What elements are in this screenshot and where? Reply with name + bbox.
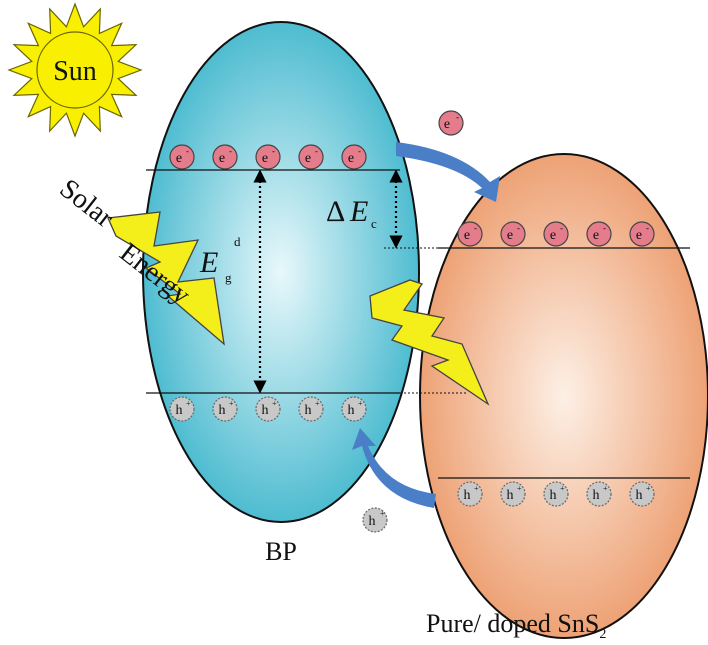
sns2-label: Pure/ doped SnS2 [426,609,606,640]
hole-particle: h+ [255,396,281,422]
electron-particle: e- [341,144,367,170]
charge-sign: - [229,146,232,156]
charge-sign: - [517,223,520,233]
solar-label: Solar [54,173,120,234]
charge-sign: - [474,223,477,233]
charge-sign: + [474,484,479,493]
bp-electrons-group: e-e-e-e-e- [169,144,367,170]
charge-sign: - [272,146,275,156]
bp-label: BP [265,537,297,566]
svg-text:+: + [380,509,385,518]
charge-sign: - [358,146,361,156]
charge-sign: - [560,223,563,233]
charge-sign: + [272,399,277,408]
sns2-holes-group: h+h+h+h+h+ [457,481,655,507]
electron-symbol: e [507,228,513,243]
electron-particle: e- [298,144,324,170]
electron-symbol: e [636,228,642,243]
bandgap-superscript: d [234,234,241,249]
hole-transfer-arrow [352,428,436,508]
charge-sign: + [229,399,234,408]
electron-particle: e- [457,221,483,247]
electron-symbol: e [262,151,268,166]
bp-holes-group: h+h+h+h+h+ [169,396,367,422]
hole-symbol: h [550,488,557,503]
electron-particle: e- [169,144,195,170]
bandgap-subscript: g [225,270,232,285]
transferring-electron: e - [438,110,464,136]
charge-sign: - [315,146,318,156]
sun-label: Sun [53,56,97,87]
offset-symbol: E [349,195,368,228]
hole-symbol: h [593,488,600,503]
electron-particle: e- [586,221,612,247]
bandgap-symbol: E [199,246,218,279]
electron-symbol: e [176,151,182,166]
hole-particle: h+ [629,481,655,507]
hole-symbol: h [636,488,643,503]
hole-particle: h+ [586,481,612,507]
electron-symbol: e [219,151,225,166]
hole-symbol: h [219,403,226,418]
hole-symbol: h [176,403,183,418]
transferring-electron-symbol: e [444,117,450,132]
bp-band-ellipse [142,21,420,523]
electron-symbol: e [464,228,470,243]
hole-symbol: h [348,403,355,418]
electron-particle: e- [212,144,238,170]
transferring-hole-symbol: h [369,514,376,529]
charge-sign: + [646,484,651,493]
offset-subscript: c [371,216,377,231]
lightning-bolt-icon [107,211,225,346]
electron-symbol: e [348,151,354,166]
offset-delta: Δ [326,195,345,228]
charge-sign: + [560,484,565,493]
lightning-bolt-icon [369,279,490,406]
electron-particle: e- [543,221,569,247]
electron-particle: e- [255,144,281,170]
hole-symbol: h [507,488,514,503]
svg-text:-: - [456,112,459,122]
hole-particle: h+ [457,481,483,507]
electron-symbol: e [593,228,599,243]
electron-particle: e- [500,221,526,247]
charge-sign: - [186,146,189,156]
charge-sign: + [315,399,320,408]
electron-symbol: e [550,228,556,243]
charge-sign: + [603,484,608,493]
electron-particle: e- [629,221,655,247]
hole-particle: h+ [341,396,367,422]
hole-particle: h+ [298,396,324,422]
electron-symbol: e [305,151,311,166]
hole-particle: h+ [212,396,238,422]
charge-sign: + [358,399,363,408]
transferring-hole: h + [362,507,388,533]
hole-symbol: h [305,403,312,418]
hole-symbol: h [262,403,269,418]
charge-sign: + [186,399,191,408]
sun-icon [7,2,143,138]
charge-sign: - [603,223,606,233]
electron-transfer-arrow [396,142,500,202]
hole-symbol: h [464,488,471,503]
charge-sign: + [517,484,522,493]
hole-particle: h+ [169,396,195,422]
sns2-electrons-group: e-e-e-e-e- [457,221,655,247]
charge-sign: - [646,223,649,233]
hole-particle: h+ [543,481,569,507]
sns2-band-ellipse [419,153,708,639]
hole-particle: h+ [500,481,526,507]
